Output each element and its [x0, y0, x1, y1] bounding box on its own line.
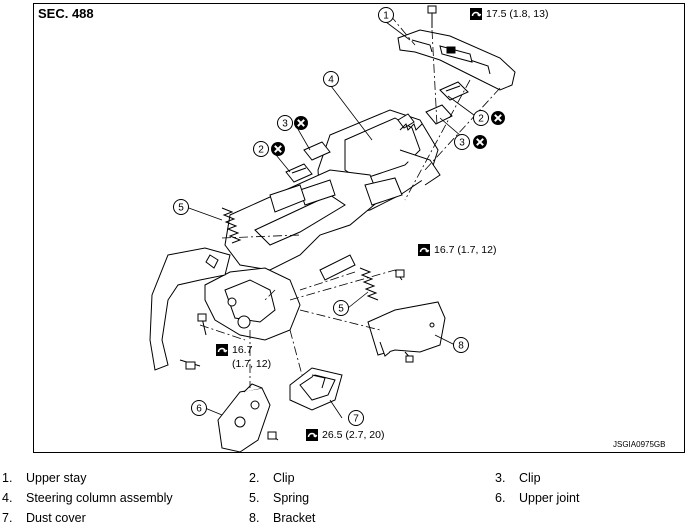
spring-right: [359, 267, 379, 301]
section-label: SEC. 488: [38, 6, 94, 21]
do-not-reuse-icon: [472, 134, 488, 150]
callout-circles: [173, 7, 489, 426]
torque-icon: [215, 343, 229, 357]
dust-cover: [289, 367, 343, 411]
upper-joint: [217, 383, 271, 453]
legend-item: 6.Upper joint: [495, 491, 580, 505]
callout-3: 3: [282, 119, 288, 130]
assembly-lines: [199, 14, 501, 388]
spring-left: [221, 207, 242, 244]
legend-item: 7.Dust cover: [2, 511, 86, 525]
torque-label: (1.7, 12): [232, 358, 272, 370]
column-lower-bracket: [149, 247, 231, 371]
callout-8: 8: [458, 341, 464, 352]
torque-label: 17.5 (1.8, 13): [486, 8, 549, 20]
legend-item: 1.Upper stay: [2, 471, 87, 485]
callout-5: 5: [338, 304, 344, 315]
legend-item: 5.Spring: [249, 491, 310, 505]
clip-2-left: [285, 163, 313, 183]
torque-icon: [305, 428, 319, 442]
clip-3-left: [303, 141, 331, 161]
upper-stay: [397, 29, 516, 91]
callout-6: 6: [196, 404, 202, 415]
bolts: [179, 269, 414, 441]
legend-item: 3.Clip: [495, 471, 541, 485]
clip-2-upper: [439, 81, 469, 101]
legend-item: 2.Clip: [249, 471, 295, 485]
legend-item: 4.Steering column assembly: [2, 491, 173, 505]
torque-label: 16.7 (1.7, 12): [434, 244, 497, 256]
spring-top: [399, 123, 423, 131]
diagram-frame: [33, 3, 685, 453]
clip-3-upper: [425, 104, 453, 125]
torque-icon: [417, 243, 431, 257]
callout-2: 2: [478, 114, 484, 125]
do-not-reuse-icon: [490, 110, 506, 126]
do-not-reuse-icon: [293, 115, 309, 131]
upper-bolt: [427, 5, 437, 28]
callout-1: 1: [383, 11, 389, 22]
callout-7: 7: [353, 414, 359, 425]
legend-item: 8.Bracket: [249, 511, 316, 525]
steering-column: [204, 109, 441, 341]
torque-icon: [469, 7, 483, 21]
callout-4: 4: [328, 75, 334, 86]
torque-label: 16.7: [232, 344, 253, 356]
callout-5: 5: [178, 203, 184, 214]
callout-2: 2: [258, 145, 264, 156]
figure-id: JSGIA0975GB: [613, 440, 666, 449]
callout-3: 3: [459, 138, 465, 149]
torque-label: 26.5 (2.7, 20): [322, 429, 385, 441]
do-not-reuse-icon: [270, 141, 286, 157]
leader-lines: [185, 21, 479, 419]
bracket-8: [367, 301, 446, 357]
